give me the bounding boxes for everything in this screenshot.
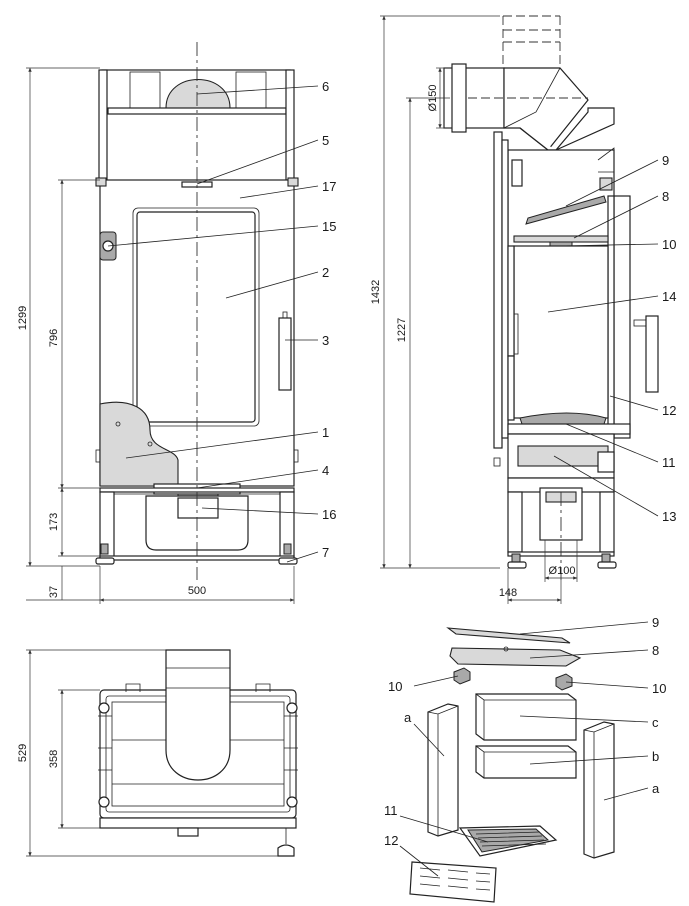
- label-front-part-15: 15: [322, 219, 336, 234]
- side-view-labels: 9 8 10 14 12 11 13: [547, 153, 676, 524]
- label-side-part-9: 9: [662, 153, 669, 168]
- front-base: [99, 487, 295, 561]
- exploded-side-brick-left: [427, 703, 459, 837]
- exploded-ash-lip: [409, 861, 497, 903]
- label-front-part-1: 1: [322, 425, 329, 440]
- dim-inlet-offset: 148: [499, 587, 517, 599]
- label-exploded-part-b: b: [652, 749, 659, 764]
- label-side-part-8: 8: [662, 189, 669, 204]
- door-handle: [278, 317, 292, 391]
- dim-base-height: 173: [48, 513, 60, 531]
- front-flue-top: [101, 69, 291, 115]
- label-exploded-part-9: 9: [652, 615, 659, 630]
- label-exploded-part-11: 11: [384, 803, 398, 818]
- label-side-part-14: 14: [662, 289, 676, 304]
- ash-drawer: [177, 497, 219, 519]
- label-side-part-13: 13: [662, 509, 676, 524]
- front-right-post: [285, 69, 295, 181]
- label-side-part-12: 12: [662, 403, 676, 418]
- exploded-back-brick-upper: [475, 693, 577, 741]
- front-glass-door: [136, 211, 256, 423]
- exploded-side-brick-right: [583, 721, 615, 859]
- label-front-part-2: 2: [322, 265, 329, 280]
- dim-foot-height: 37: [48, 586, 60, 598]
- label-side-part-10: 10: [662, 237, 676, 252]
- front-left-post: [98, 69, 108, 181]
- side-body: [493, 131, 659, 580]
- label-front-part-5: 5: [322, 133, 329, 148]
- label-front-part-16: 16: [322, 507, 336, 522]
- exploded-bracket-right: [555, 673, 573, 691]
- dim-top-depth: 529: [17, 744, 29, 762]
- top-view-dimensions: 529 358: [17, 649, 278, 857]
- label-front-part-3: 3: [322, 333, 329, 348]
- dim-top-inner-depth: 358: [48, 750, 60, 768]
- label-exploded-part-8: 8: [652, 643, 659, 658]
- exploded-view-labels: 9 8 10 10 a c b a 11 12: [384, 615, 666, 877]
- label-front-part-4: 4: [322, 463, 329, 478]
- dim-inlet-diameter: Ø100: [549, 565, 576, 577]
- exploded-back-brick-lower: [475, 745, 577, 779]
- label-exploded-part-c: c: [652, 715, 659, 730]
- label-front-part-17: 17: [322, 179, 336, 194]
- label-exploded-part-12: 12: [384, 833, 398, 848]
- front-view-dimensions: 1299 796 173 37 500: [17, 67, 295, 604]
- dim-door-height: 796: [48, 329, 60, 347]
- side-view: [443, 15, 659, 580]
- exploded-top-plate: [449, 647, 582, 667]
- exploded-baffle: [446, 627, 571, 644]
- label-exploded-part-a-right: a: [652, 781, 660, 796]
- top-flue-pipe: [165, 649, 231, 781]
- label-side-part-11: 11: [662, 455, 676, 470]
- label-exploded-part-10-left: 10: [388, 679, 402, 694]
- exploded-view: [409, 627, 615, 903]
- dim-flue-diameter: Ø150: [427, 85, 439, 112]
- label-front-part-6: 6: [322, 79, 329, 94]
- dim-side-total-height: 1432: [370, 280, 382, 304]
- top-view: [98, 649, 298, 857]
- exploded-bracket-left: [453, 667, 471, 685]
- exploded-grate: [458, 825, 558, 857]
- front-view-labels: 6 5 17 15 2 3 1 4 16 7: [107, 79, 336, 563]
- adjustable-feet: [95, 543, 298, 565]
- dim-total-height: 1299: [17, 306, 29, 330]
- dim-width: 500: [188, 585, 206, 597]
- dim-outlet-height: 1227: [396, 318, 408, 342]
- label-exploded-part-10-right: 10: [652, 681, 666, 696]
- side-view-dimensions: 1432 1227 Ø150 Ø100 148: [370, 15, 578, 604]
- label-front-part-7: 7: [322, 545, 329, 560]
- front-view: [95, 42, 299, 580]
- label-exploded-part-a-left: a: [404, 710, 412, 725]
- side-flue-elbow: [443, 63, 615, 151]
